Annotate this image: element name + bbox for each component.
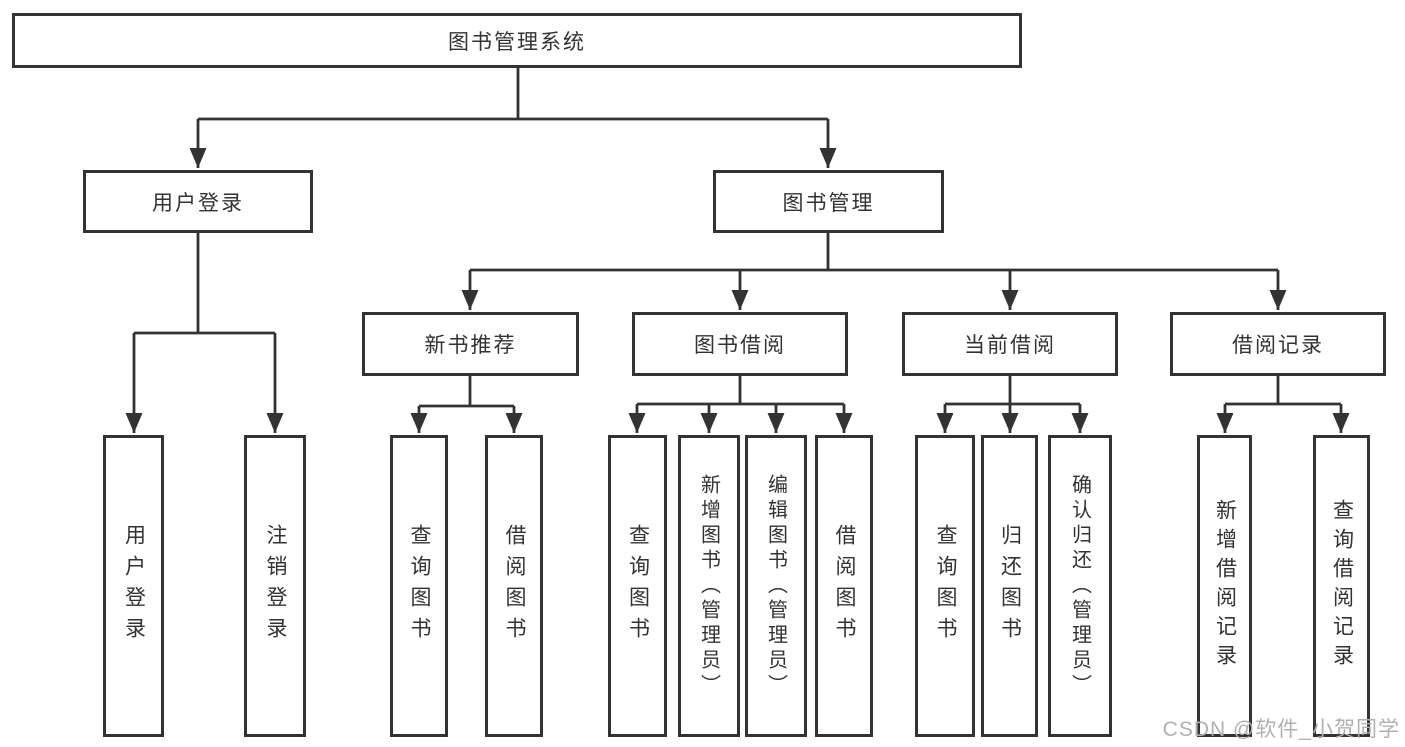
node-leaf-edit-books-admin: 编辑图书（管理员） — [745, 435, 807, 737]
node-label: 确认归还（管理员） — [1068, 473, 1091, 699]
node-label: 用户登录 — [122, 524, 146, 648]
node-label: 借阅图书 — [503, 524, 526, 648]
node-leaf-borrow-books: 借阅图书 — [815, 435, 873, 737]
node-leaf-query-books-recommend: 查询图书 — [390, 435, 448, 737]
node-label: 图书管理 — [782, 191, 875, 215]
node-leaf-add-borrow-record: 新增借阅记录 — [1197, 435, 1252, 737]
node-book-management: 图书管理 — [713, 170, 944, 233]
node-label: 查询图书 — [934, 524, 957, 648]
node-leaf-confirm-return-admin: 确认归还（管理员） — [1048, 435, 1112, 737]
node-leaf-query-books-current: 查询图书 — [915, 435, 975, 737]
node-user-login: 用户登录 — [83, 170, 313, 233]
node-current-borrowing: 当前借阅 — [902, 312, 1118, 376]
node-label: 查询图书 — [626, 524, 650, 648]
node-leaf-query-books-borrow: 查询图书 — [608, 435, 667, 737]
node-label: 归还图书 — [998, 524, 1022, 648]
node-new-book-recommend: 新书推荐 — [362, 312, 579, 376]
node-borrow-records: 借阅记录 — [1170, 312, 1386, 376]
node-label: 图书管理系统 — [448, 30, 586, 54]
node-label: 新书推荐 — [424, 334, 517, 357]
node-leaf-add-books-admin: 新增图书（管理员） — [678, 435, 740, 737]
node-leaf-borrow-books-recommend: 借阅图书 — [485, 435, 543, 737]
node-leaf-user-login: 用户登录 — [103, 435, 164, 737]
node-label: 编辑图书（管理员） — [764, 473, 787, 699]
csdn-watermark: CSDN @软件_小贺同学 — [1162, 718, 1400, 741]
node-label: 图书借阅 — [694, 334, 786, 357]
node-label: 查询借阅记录 — [1330, 499, 1354, 673]
node-label: 查询图书 — [408, 524, 431, 648]
node-label: 新增图书（管理员） — [697, 473, 720, 699]
node-leaf-query-borrow-record: 查询借阅记录 — [1313, 435, 1370, 737]
node-leaf-logout: 注销登录 — [244, 435, 306, 737]
node-label: 新增借阅记录 — [1213, 499, 1237, 673]
node-label: 借阅图书 — [833, 524, 856, 648]
node-library-system: 图书管理系统 — [12, 13, 1022, 68]
node-label: 注销登录 — [264, 524, 287, 648]
node-book-borrowing: 图书借阅 — [632, 312, 848, 376]
node-label: 当前借阅 — [964, 334, 1056, 357]
node-label: 借阅记录 — [1232, 334, 1324, 357]
node-leaf-return-books: 归还图书 — [981, 435, 1038, 737]
node-label: 用户登录 — [152, 191, 244, 215]
